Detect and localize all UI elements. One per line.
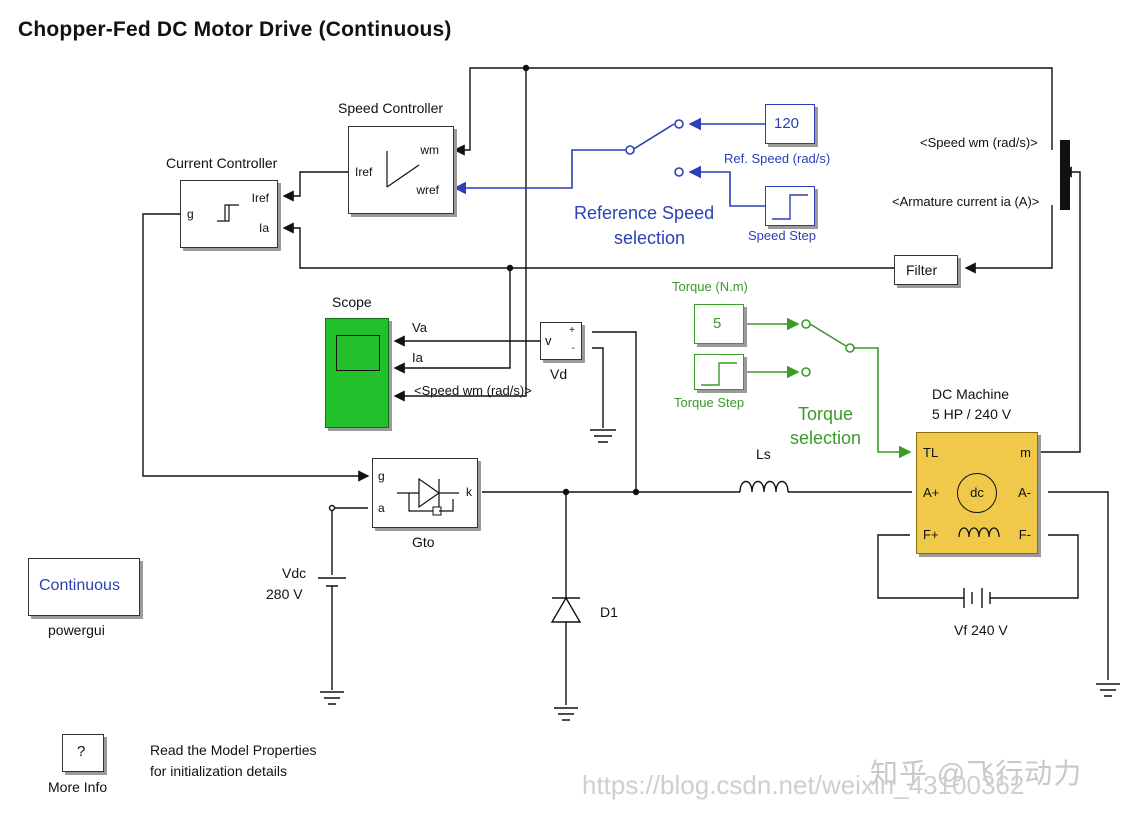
speed-controller-block[interactable]: Iref wm wref	[348, 126, 454, 214]
hysteresis-icon	[217, 204, 239, 222]
torque-step-block[interactable]	[694, 354, 744, 390]
dc-port-m: m	[1020, 445, 1031, 460]
question-icon: ?	[77, 743, 86, 760]
bus-current-label: <Armature current ia (A)>	[892, 194, 1040, 209]
ref-speed-constant[interactable]: 120	[765, 104, 815, 144]
torque-step-label: Torque Step	[674, 395, 745, 410]
filter-block[interactable]: Filter	[894, 255, 958, 285]
scope-screen-icon	[336, 335, 380, 371]
torque-selection-line2: selection	[790, 428, 862, 448]
vd-label: Vd	[550, 366, 568, 382]
torque-value: 5	[713, 315, 722, 332]
step-icon	[772, 194, 808, 220]
model-title: Chopper-Fed DC Motor Drive (Continuous)	[18, 18, 452, 41]
gto-label: Gto	[412, 534, 435, 550]
powergui-block[interactable]: Continuous	[28, 558, 140, 616]
port-wm: wm	[420, 143, 439, 157]
dc-port-f-plus: F+	[923, 527, 939, 542]
gto-port-k: k	[466, 485, 472, 499]
torque-label: Torque (N.m)	[672, 279, 748, 294]
wire-speed-feedback	[453, 67, 1053, 156]
port-iref-out: Iref	[355, 165, 373, 179]
gto-block[interactable]: g a k	[372, 458, 478, 528]
scope-block[interactable]	[325, 318, 389, 428]
vd-measurement-block[interactable]: v + -	[540, 322, 582, 360]
vdc-label1: Vdc	[282, 565, 307, 581]
gto-port-a: a	[378, 501, 385, 515]
scope-label: Scope	[332, 294, 372, 310]
ref-speed-label: Ref. Speed (rad/s)	[724, 151, 831, 166]
note-line1: Read the Model Properties	[150, 742, 317, 758]
ref-speed-value: 120	[774, 115, 800, 132]
powergui-mode: Continuous	[39, 577, 120, 594]
speed-step-block[interactable]	[765, 186, 815, 226]
scope-in-speed: <Speed wm (rad/s)>	[414, 383, 532, 398]
bus-selector-block[interactable]	[1060, 140, 1070, 210]
dc-port-f-minus: F-	[1018, 527, 1031, 542]
wire-ia-feedback	[282, 222, 895, 269]
vd-plus-icon: +	[569, 325, 575, 336]
vd-port-v: v	[545, 333, 552, 348]
inductor-ls	[739, 480, 789, 493]
torque-constant[interactable]: 5	[694, 304, 744, 344]
reference-speed-selection-line2: selection	[614, 228, 686, 248]
current-controller-label: Current Controller	[166, 155, 278, 171]
scope-in-va: Va	[412, 320, 427, 335]
port-ia: Ia	[258, 221, 269, 235]
gto-port-g: g	[378, 469, 385, 483]
dc-port-tl: TL	[923, 445, 939, 460]
powergui-label: powergui	[48, 622, 105, 638]
source-vdc	[318, 577, 346, 690]
note-line2: for initialization details	[150, 763, 287, 779]
source-vf	[963, 588, 991, 608]
wire-iref	[282, 171, 348, 202]
wire-gate	[142, 213, 370, 482]
scope-in-ia: Ia	[412, 350, 423, 365]
current-controller-block[interactable]: g Iref Ia	[180, 180, 278, 248]
dc-machine-title1: DC Machine	[932, 386, 1010, 402]
watermark-url: https://blog.csdn.net/weixin_43100362	[582, 770, 1025, 800]
dc-machine-block[interactable]: TL m A+ A- F+ F- dc	[916, 432, 1038, 554]
torque-selection-line1: Torque	[798, 404, 854, 424]
d1-label: D1	[600, 604, 618, 620]
port-iref-in: Iref	[251, 191, 269, 205]
dc-machine-title2: 5 HP / 240 V	[932, 406, 1012, 422]
more-info-button[interactable]: ?	[62, 734, 104, 772]
speed-step-label: Speed Step	[748, 228, 816, 243]
gto-thyristor-icon	[397, 477, 459, 516]
speed-controller-label: Speed Controller	[338, 100, 444, 116]
vdc-label2: 280 V	[266, 586, 303, 602]
dc-port-a-plus: A+	[923, 485, 940, 500]
dc-motor-icon: dc	[957, 473, 997, 513]
torque-step-icon	[701, 362, 737, 386]
reference-speed-selection-line1: Reference Speed	[574, 203, 715, 223]
more-info-label: More Info	[48, 779, 108, 795]
bus-speed-label: <Speed wm (rad/s)>	[920, 135, 1038, 150]
filter-label: Filter	[906, 262, 938, 278]
port-wref: wref	[416, 183, 439, 197]
port-g: g	[187, 207, 194, 221]
vd-minus-icon: -	[571, 343, 575, 354]
field-winding-icon	[958, 527, 1000, 538]
dc-port-a-minus: A-	[1018, 485, 1031, 500]
diode-d1	[550, 596, 582, 623]
watermark-zhihu: 知乎 @飞行动力	[870, 758, 1083, 789]
pi-curve-icon	[386, 151, 420, 188]
ls-label: Ls	[756, 446, 771, 462]
vf-label: Vf 240 V	[954, 622, 1008, 638]
